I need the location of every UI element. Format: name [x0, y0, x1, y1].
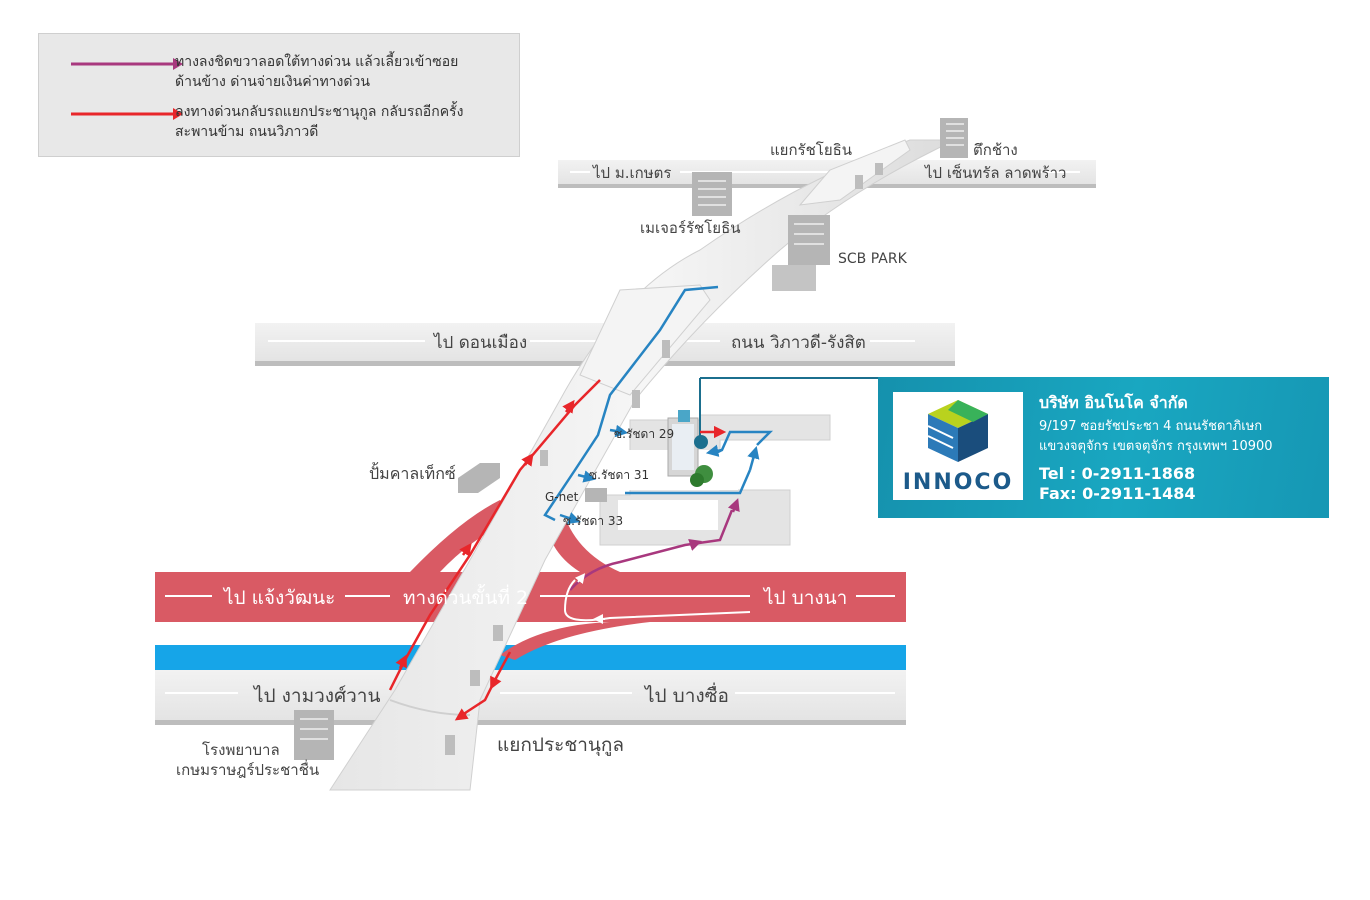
legend-panel: ทางลงชิดขวาลอดใต้ทางด่วน แล้วเลี้ยวเข้าซ…: [38, 33, 520, 157]
label-ratchayothin-junction: แยกรัชโยธิน: [770, 141, 853, 159]
label-soi33: ซ.รัชดา 33: [563, 514, 624, 528]
label-to-chaengwattana: ไป แจ้งวัฒนะ: [224, 587, 336, 609]
legend-text-red-2: สะพานข้าม ถนนวิภาวดี: [175, 124, 319, 140]
building-innoco: [667, 410, 713, 487]
logo-wordmark: INNOCO: [902, 470, 1014, 495]
building-scb-park: [772, 215, 830, 291]
label-scb-park: SCB PARK: [838, 251, 907, 267]
building-elephant: [940, 118, 968, 158]
legend-text-red-1: ลงทางด่วนกลับรถแยกประชานุกูล กลับรถอีกคร…: [175, 104, 464, 120]
label-hospital-1: โรงพยาบาล: [202, 741, 280, 759]
label-elephant-building: ตึกช้าง: [973, 141, 1018, 159]
innoco-cube-icon: [927, 400, 988, 462]
label-gnet: G-net: [545, 490, 579, 504]
label-to-bangna: ไป บางนา: [764, 587, 848, 609]
purple-arrow-icon: [71, 58, 183, 70]
company-name: บริษัท อินโนโค จำกัด: [1039, 393, 1188, 412]
innoco-logo: INNOCO: [893, 392, 1023, 500]
legend-text-purple-2: ด้านข้าง ด่านจ่ายเงินค่าทางด่วน: [175, 74, 370, 90]
label-to-bangsue: ไป บางซื่อ: [645, 685, 729, 707]
legend-text-purple-1: ทางลงชิดขวาลอดใต้ทางด่วน แล้วเลี้ยวเข้าซ…: [175, 54, 459, 70]
building-caltex: [458, 463, 500, 493]
route-blue: [543, 285, 774, 524]
route-white-uturn: [563, 573, 751, 624]
building-hospital: [294, 710, 334, 760]
label-to-ngamwongwan: ไป งามวงศ์วาน: [254, 685, 381, 707]
label-to-central-ladprao: ไป เซ็นทรัล ลาดพร้าว: [925, 164, 1067, 182]
route-red: [388, 379, 727, 721]
road-ngamwongwan: [155, 670, 906, 725]
company-card: INNOCO บริษัท อินโนโค จำกัด 9/197 ซอยรัช…: [878, 377, 1329, 518]
red-arrow-icon: [71, 108, 183, 120]
company-marker: [694, 377, 880, 449]
label-vibhavadi: ถนน วิภาวดี-รังสิต: [731, 333, 866, 353]
company-tel: Tel : 0-2911-1868: [1039, 464, 1196, 483]
building-gnet: [585, 488, 607, 502]
label-hospital-2: เกษมราษฎร์ประชาชื่น: [176, 761, 320, 779]
label-major-ratchayothin: เมเจอร์รัชโยธิน: [640, 219, 741, 237]
label-to-kasetsart: ไป ม.เกษตร: [593, 164, 672, 182]
company-fax: Fax: 0-2911-1484: [1039, 484, 1196, 503]
company-address-2: แขวงจตุจักร เขตจตุจักร กรุงเทพฯ 10900: [1039, 439, 1273, 454]
company-address-1: 9/197 ซอยรัชประชา 4 ถนนรัชดาภิเษก: [1039, 419, 1263, 434]
label-soi29: ซ.รัชดา 29: [614, 427, 675, 441]
label-expressway-stage2: ทางด่วนขั้นที่ 2: [403, 587, 529, 609]
label-prachanukul-junction: แยกประชานุกูล: [497, 734, 625, 756]
flyover: [329, 139, 956, 791]
label-caltex: ปั้มคาลเท็กซ์: [369, 464, 456, 483]
label-soi31: ซ.รัชดา 31: [589, 468, 650, 482]
building-major: [692, 172, 732, 216]
label-to-donmueang: ไป ดอนเมือง: [434, 333, 528, 353]
